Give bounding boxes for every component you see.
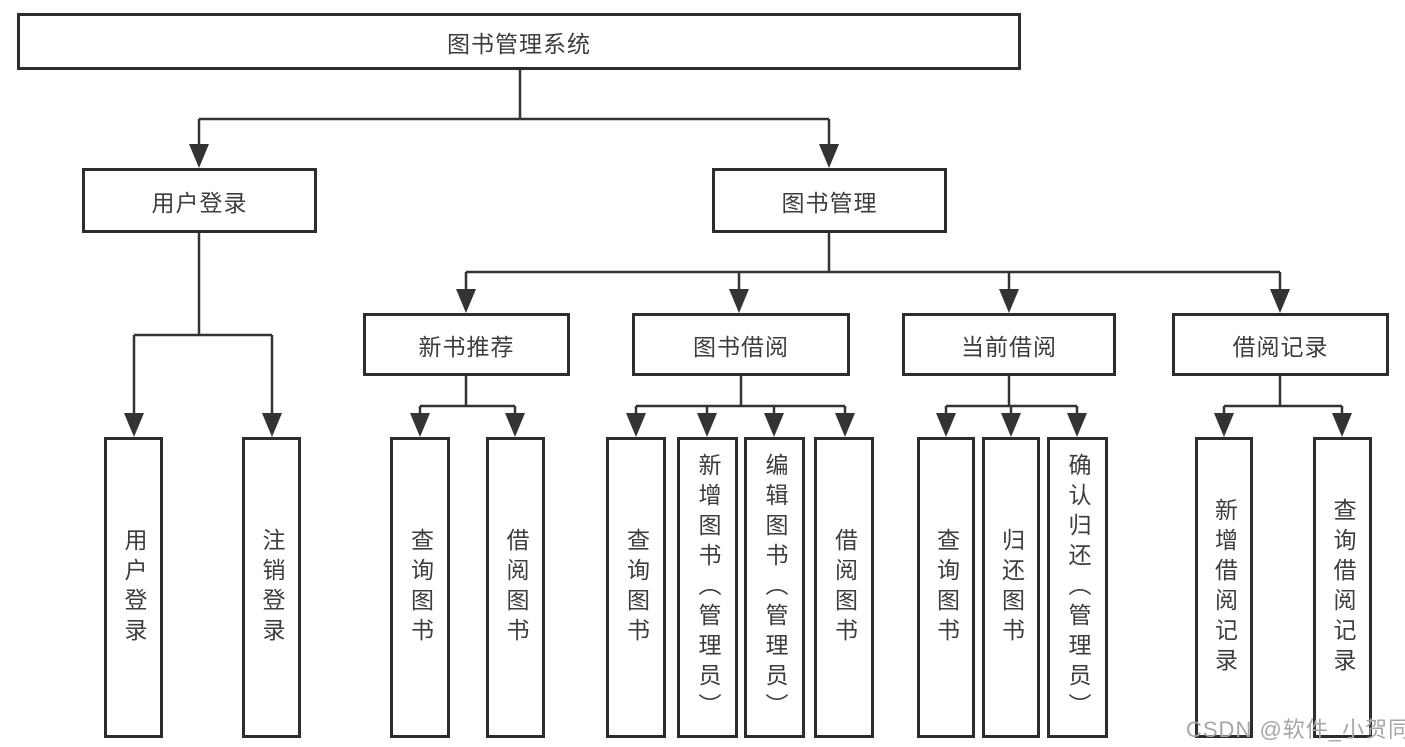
node-new-book-recommend-label: 新书推荐 [418, 333, 515, 360]
leaf-add-borrow-record-label: 新增借阅记录 [1211, 497, 1238, 678]
leaf-add-book-admin: 新增图书（管理员） [677, 437, 738, 738]
leaf-add-borrow-record: 新增借阅记录 [1195, 437, 1253, 738]
node-library-management-system-label: 图书管理系统 [447, 30, 591, 57]
leaf-borrow-book-recommend: 借阅图书 [486, 437, 545, 738]
leaf-add-book-admin-label: 新增图书（管理员） [695, 452, 721, 723]
leaf-logout-label: 注销登录 [259, 527, 285, 648]
node-user-login: 用户登录 [82, 168, 317, 233]
node-borrow-records: 借阅记录 [1172, 313, 1389, 376]
leaf-edit-book-admin-label: 编辑图书（管理员） [762, 452, 788, 723]
watermark: CSDN @软件_小贺同学 [1186, 717, 1405, 742]
leaf-confirm-return-admin: 确认归还（管理员） [1047, 437, 1108, 738]
leaf-return-book-label: 归还图书 [998, 527, 1025, 648]
leaf-query-borrow-record-label: 查询借阅记录 [1330, 497, 1356, 678]
node-user-login-label: 用户登录 [151, 189, 248, 216]
leaf-query-book-recommend-label: 查询图书 [407, 527, 434, 648]
node-book-borrow-label: 图书借阅 [693, 333, 789, 360]
leaf-user-login-label: 用户登录 [121, 527, 147, 648]
node-book-borrow: 图书借阅 [632, 313, 850, 376]
node-new-book-recommend: 新书推荐 [363, 313, 570, 376]
leaf-confirm-return-admin-label: 确认归还（管理员） [1065, 452, 1091, 723]
leaf-query-book-current-label: 查询图书 [933, 527, 960, 648]
node-borrow-records-label: 借阅记录 [1232, 333, 1329, 360]
leaf-query-book-current: 查询图书 [917, 437, 975, 738]
leaf-edit-book-admin: 编辑图书（管理员） [744, 437, 805, 738]
node-library-management-system: 图书管理系统 [17, 13, 1021, 70]
arrowhead-icons [124, 144, 1352, 437]
leaf-query-borrow-record: 查询借阅记录 [1313, 437, 1372, 738]
leaf-query-book-borrow-label: 查询图书 [623, 527, 650, 648]
leaf-query-book-borrow: 查询图书 [606, 437, 666, 738]
leaf-logout: 注销登录 [242, 437, 301, 738]
leaf-borrow-book: 借阅图书 [814, 437, 874, 738]
node-book-management: 图书管理 [712, 168, 947, 233]
leaf-borrow-book-label: 借阅图书 [831, 527, 858, 648]
leaf-query-book-recommend: 查询图书 [390, 437, 450, 738]
node-current-borrow: 当前借阅 [902, 313, 1116, 376]
leaf-borrow-book-recommend-label: 借阅图书 [503, 527, 529, 648]
node-book-management-label: 图书管理 [781, 189, 878, 216]
leaf-return-book: 归还图书 [982, 437, 1040, 738]
leaf-user-login: 用户登录 [104, 437, 163, 738]
node-current-borrow-label: 当前借阅 [961, 333, 1057, 360]
